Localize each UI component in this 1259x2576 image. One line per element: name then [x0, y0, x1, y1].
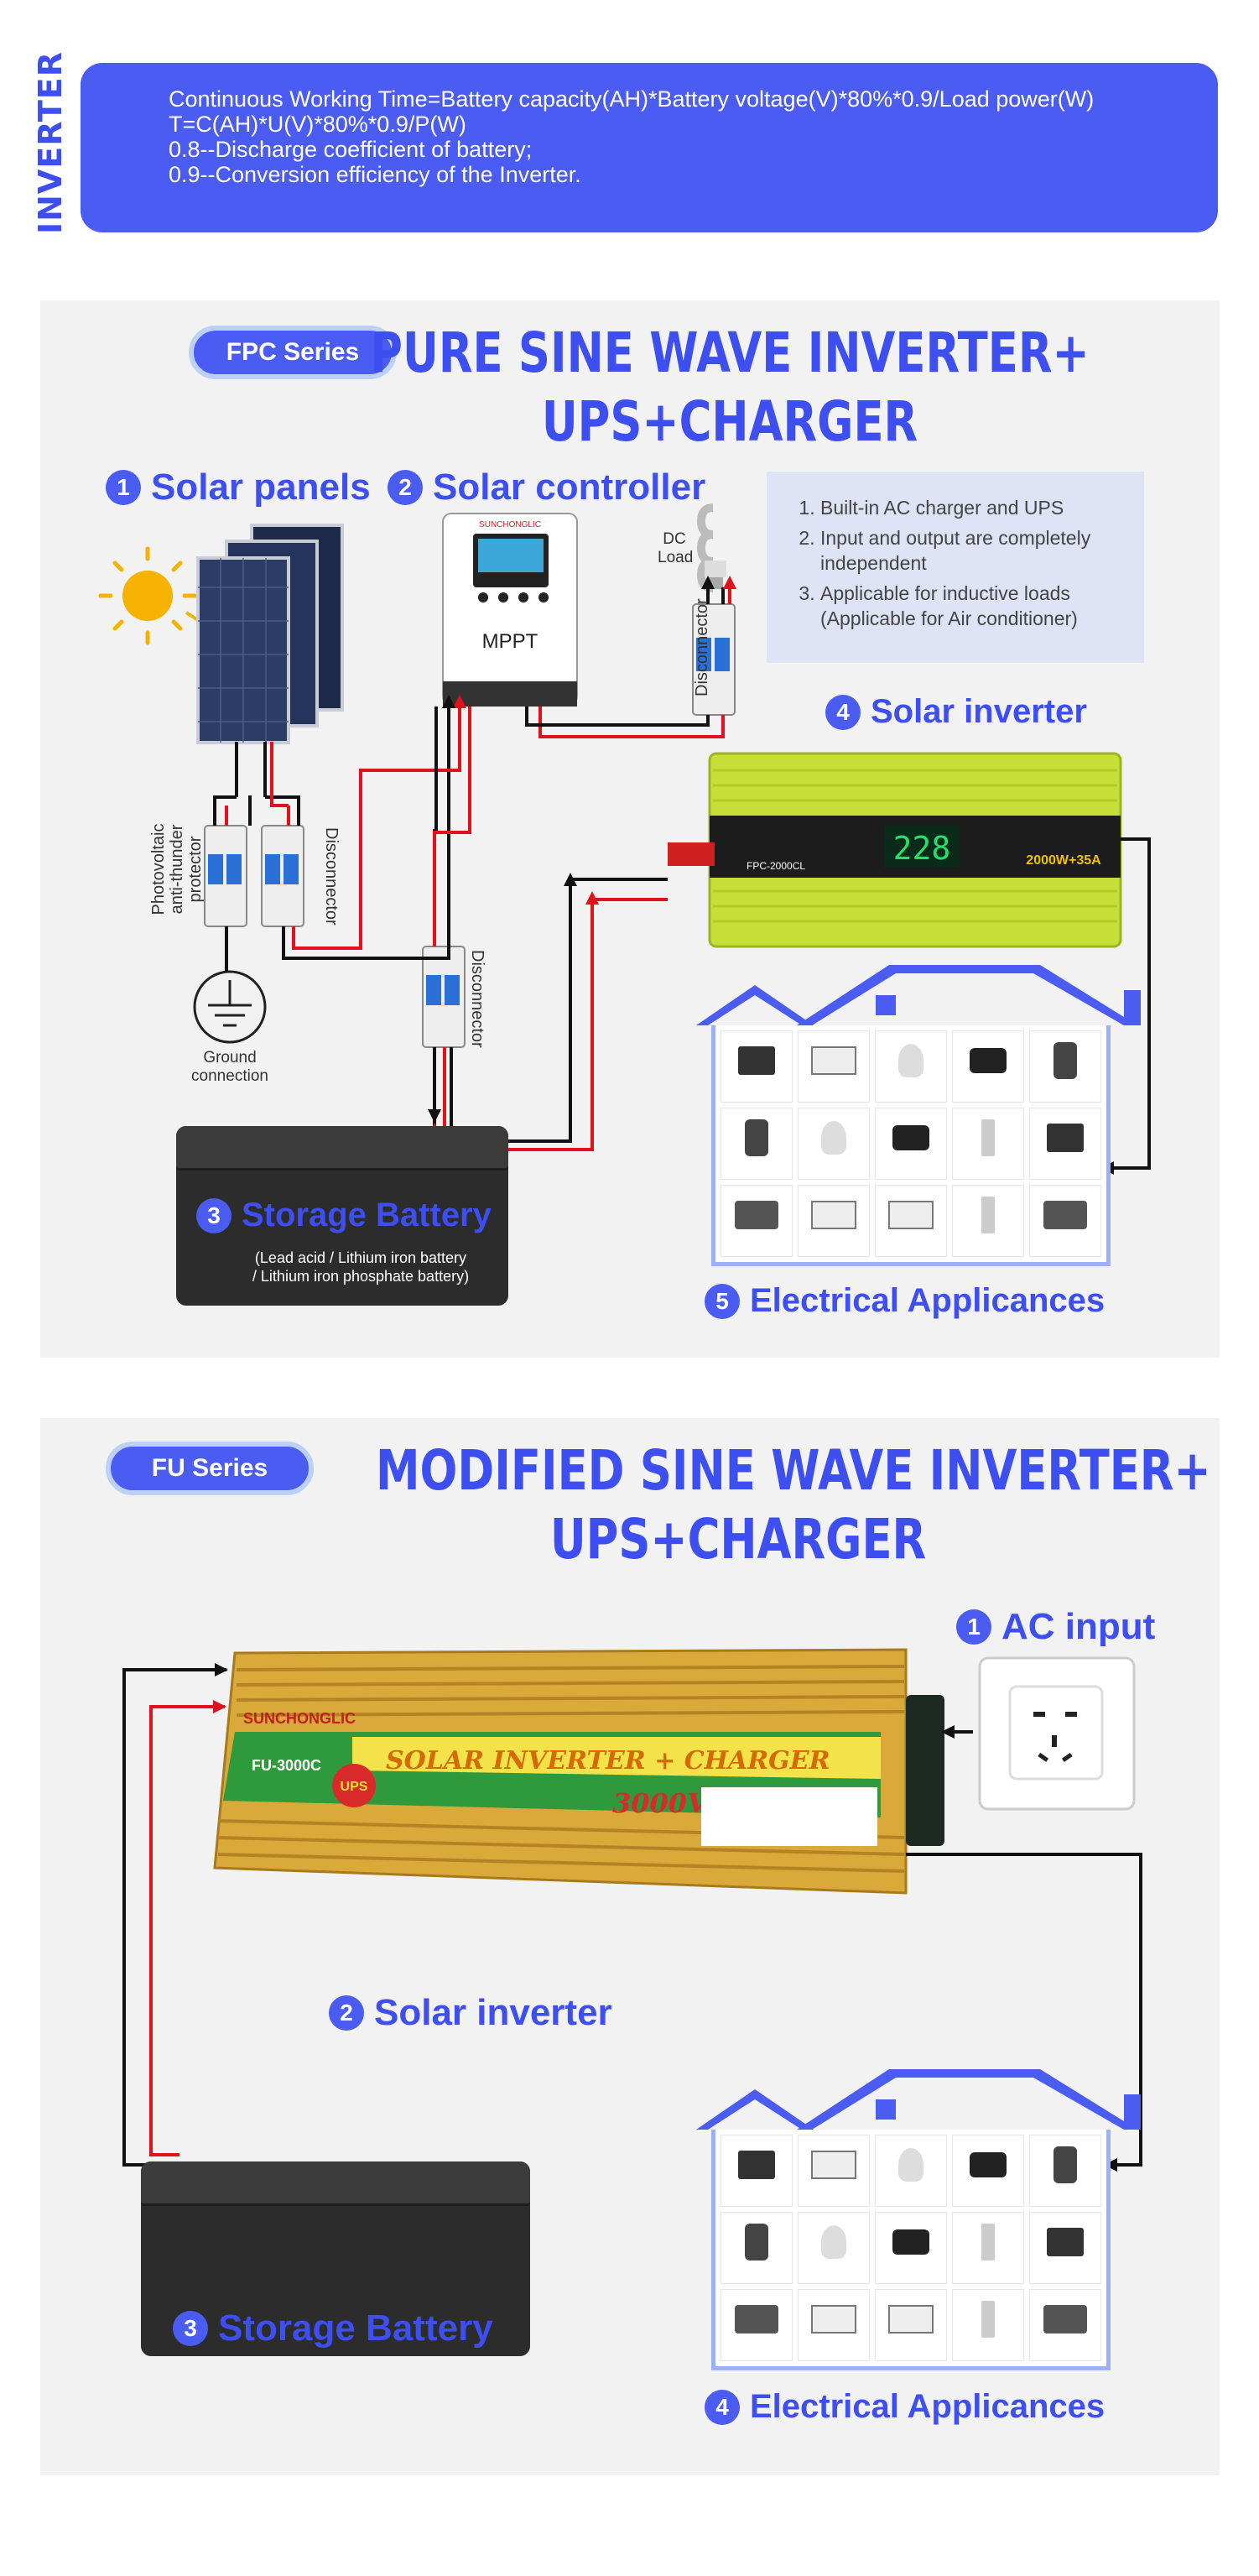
printer-icon — [1029, 2289, 1101, 2361]
iron-icon — [798, 2212, 870, 2284]
juicer-icon — [1029, 2135, 1101, 2207]
camcorder-icon — [875, 2212, 947, 2284]
tv-icon — [721, 2135, 793, 2207]
fridge-icon — [952, 2289, 1024, 2361]
breaker-icon — [422, 946, 466, 1048]
air-conditioner-icon — [798, 2289, 870, 2361]
svg-text:SUNCHONGLIC: SUNCHONGLIC — [243, 1710, 356, 1727]
controller-device: MPPT SUNCHONGLIC — [442, 513, 578, 707]
tv-icon — [721, 1030, 793, 1103]
fu-storage-battery — [141, 2161, 530, 2356]
wall-outlet-icon — [978, 1656, 1136, 1811]
svg-text:FPC-2000CL: FPC-2000CL — [747, 860, 805, 872]
bulb-icon — [952, 1108, 1024, 1180]
washer-icon — [875, 1185, 947, 1257]
fridge-icon — [952, 1185, 1024, 1257]
storage-battery-sub: (Lead acid / Lithium iron battery/ Lithi… — [252, 1249, 470, 1285]
formula-line: T=C(AH)*U(V)*80%*0.9/P(W) — [169, 112, 466, 137]
breaker-icon — [204, 825, 247, 927]
juicer-icon — [1029, 1030, 1101, 1103]
photovoltaic-label: Photovoltaic anti-thunder protector — [149, 823, 205, 915]
fu-series-pill: FU Series — [106, 1442, 314, 1495]
hair-dryer-icon — [875, 1030, 947, 1103]
fpc-headline: PURE SINE WAVE INVERTER+ UPS+CHARGER — [370, 321, 1090, 454]
note-item: Applicable for inductive loads (Applicab… — [820, 581, 1126, 631]
fu-diagram: SUNCHONGLIC SOLAR INVERTER + CHARGER FU-… — [122, 1648, 1142, 2172]
fu-inverter-device: SUNCHONGLIC SOLAR INVERTER + CHARGER FU-… — [213, 1648, 944, 1895]
bulb-icon — [952, 2212, 1024, 2284]
svg-text:SOLAR INVERTER + CHARGER: SOLAR INVERTER + CHARGER — [386, 1746, 830, 1776]
disconnector-label: Disconnector — [693, 598, 711, 696]
camera-icon — [952, 2135, 1024, 2207]
kettle-icon — [721, 1108, 793, 1180]
note-item: Built-in AC charger and UPS — [820, 495, 1126, 520]
solar-panel-icon — [196, 524, 344, 744]
formula-line: Continuous Working Time=Battery capacity… — [169, 86, 1095, 112]
svg-text:FU-3000C: FU-3000C — [252, 1757, 321, 1774]
svg-text:MPPT: MPPT — [482, 630, 538, 653]
svg-text:UPS: UPS — [341, 1780, 368, 1794]
feature-notes: Built-in AC charger and UPS Input and ou… — [767, 472, 1144, 663]
house-roof-icon — [696, 965, 1141, 1025]
formula-line: 0.8--Discharge coefficient of battery; — [169, 137, 533, 162]
air-conditioner-icon — [798, 1185, 870, 1257]
svg-text:SUNCHONGLIC: SUNCHONGLIC — [479, 520, 541, 529]
iron-icon — [798, 1108, 870, 1180]
breaker-icon — [261, 825, 304, 927]
fpc-wires — [213, 587, 1151, 1170]
computer-icon — [1029, 2212, 1101, 2284]
fpc-series-pill: FPC Series — [189, 326, 397, 379]
hair-dryer-icon — [875, 2135, 947, 2207]
formula-box: Continuous Working Time=Battery capacity… — [81, 63, 1218, 232]
formula-line: 0.9--Conversion efficiency of the Invert… — [169, 162, 581, 187]
disconnector-label: Disconnector — [468, 950, 486, 1048]
fpc-diagram: MPPT SUNCHONGLIC 22 — [98, 503, 1151, 1175]
fu-headline: MODIFIED SINE WAVE INVERTER+ UPS+CHARGER — [376, 1438, 1211, 1572]
video-camera-icon — [721, 1185, 793, 1257]
appliance-grid — [711, 1025, 1111, 1266]
note-item: Input and output are completely independ… — [820, 525, 1126, 576]
computer-icon — [1029, 1108, 1101, 1180]
svg-text:2000W+35A: 2000W+35A — [1026, 853, 1101, 868]
bulb-icon — [696, 503, 726, 592]
solar-inverter-device: 228 FPC-2000CL 2000W+35A — [668, 752, 1122, 948]
disconnector-label: Disconnector — [322, 827, 341, 926]
storage-battery — [176, 1126, 508, 1306]
house-roof-icon — [696, 2069, 1141, 2130]
kettle-icon — [721, 2212, 793, 2284]
ground-icon — [193, 970, 267, 1044]
washer-icon — [875, 2289, 947, 2361]
camera-icon — [952, 1030, 1024, 1103]
fu-appliance-grid — [711, 2130, 1111, 2370]
breaker-icon — [692, 603, 736, 716]
microwave-icon — [798, 2135, 870, 2207]
svg-text:228: 228 — [893, 830, 951, 867]
printer-icon — [1029, 1185, 1101, 1257]
dc-load-label: DC Load — [658, 530, 694, 566]
microwave-icon — [798, 1030, 870, 1103]
camcorder-icon — [875, 1108, 947, 1180]
ground-label: Ground connection — [191, 1049, 268, 1085]
fu-arrows — [213, 1663, 1117, 2172]
video-camera-icon — [721, 2289, 793, 2361]
